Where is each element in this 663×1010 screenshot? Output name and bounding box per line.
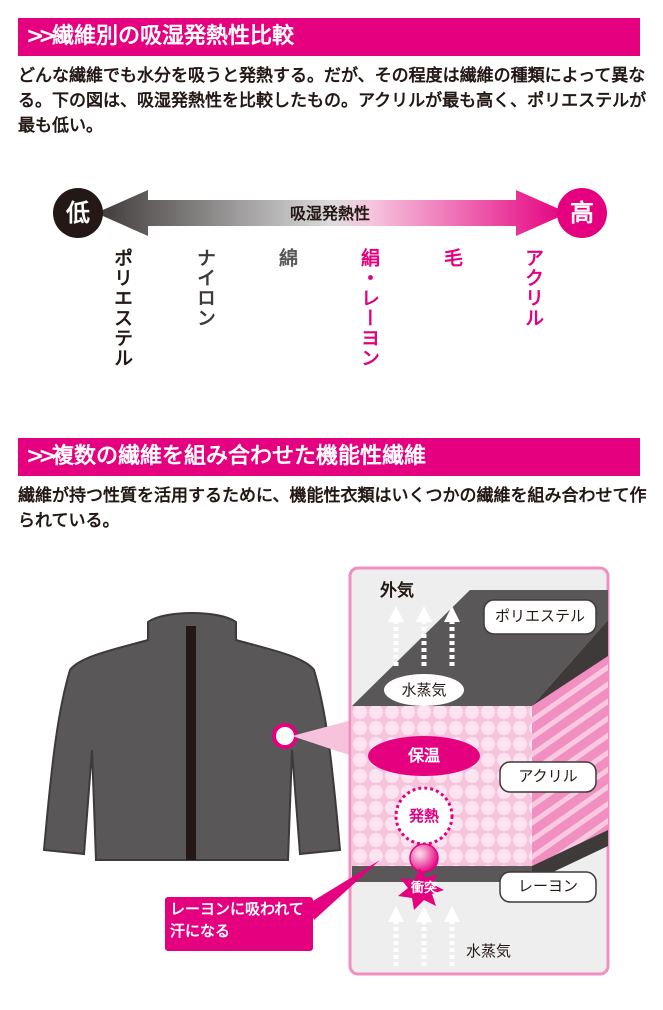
fiber-label-polyester: ポリエステル [111,248,133,368]
heat-scale-arrow [53,188,607,238]
low-label: 低 [66,199,90,227]
vapor-top-label: 水蒸気 [401,681,447,699]
fiber-label-silk-rayon: 絹・レーヨン [358,248,380,368]
collision-label: 衝突 [410,881,437,896]
outside-air-label: 外気 [380,581,414,601]
zoom-wedge [292,720,352,756]
acrylic-layer-label: アクリル [518,767,578,785]
insulation-ellipse [368,736,480,776]
fiber-label-wool: 毛 [441,248,463,268]
water-drop-icon [409,843,439,873]
section2-paragraph: 繊維が持つ性質を活用するために、機能性衣類はいくつかの繊維を組み合わせて作られて… [18,486,647,531]
section1-heading-text: 繊維別の吸湿発熱性比較 [52,24,295,49]
vapor-bottom-label: 水蒸気 [466,942,512,960]
fabric-layer-diagram [42,566,610,976]
high-circle [557,188,607,238]
insulation-label: 保温 [407,746,440,765]
fiber-label-acrylic: アクリル [522,248,544,328]
high-label: 高 [570,199,594,227]
polyester-layer-label: ポリエステル [494,607,585,625]
callout-box [163,895,315,953]
double-chevron-icon: >> [26,444,57,469]
callout-text: レーヨンに吸われて汗になる [170,900,304,940]
double-chevron-icon: >> [26,24,57,49]
heat-label: 発熱 [408,807,439,825]
rayon-layer-label: レーヨン [517,877,578,895]
collision-burst-icon [398,868,444,910]
fiber-label-cotton: 綿 [276,248,298,268]
low-circle [53,188,103,238]
axis-label: 吸湿発熱性 [289,204,370,223]
section1-paragraph: どんな繊維でも水分を吸うと発熱する。だが、その程度は繊維の種類によって異なる。下… [18,66,647,136]
section1-heading: >> 繊維別の吸湿発熱性比較 [18,18,640,56]
section2-heading-text: 複数の繊維を組み合わせた機能性繊維 [52,444,427,469]
fiber-label-nylon: ナイロン [194,248,216,328]
section2-heading: >> 複数の繊維を組み合わせた機能性繊維 [18,438,640,476]
